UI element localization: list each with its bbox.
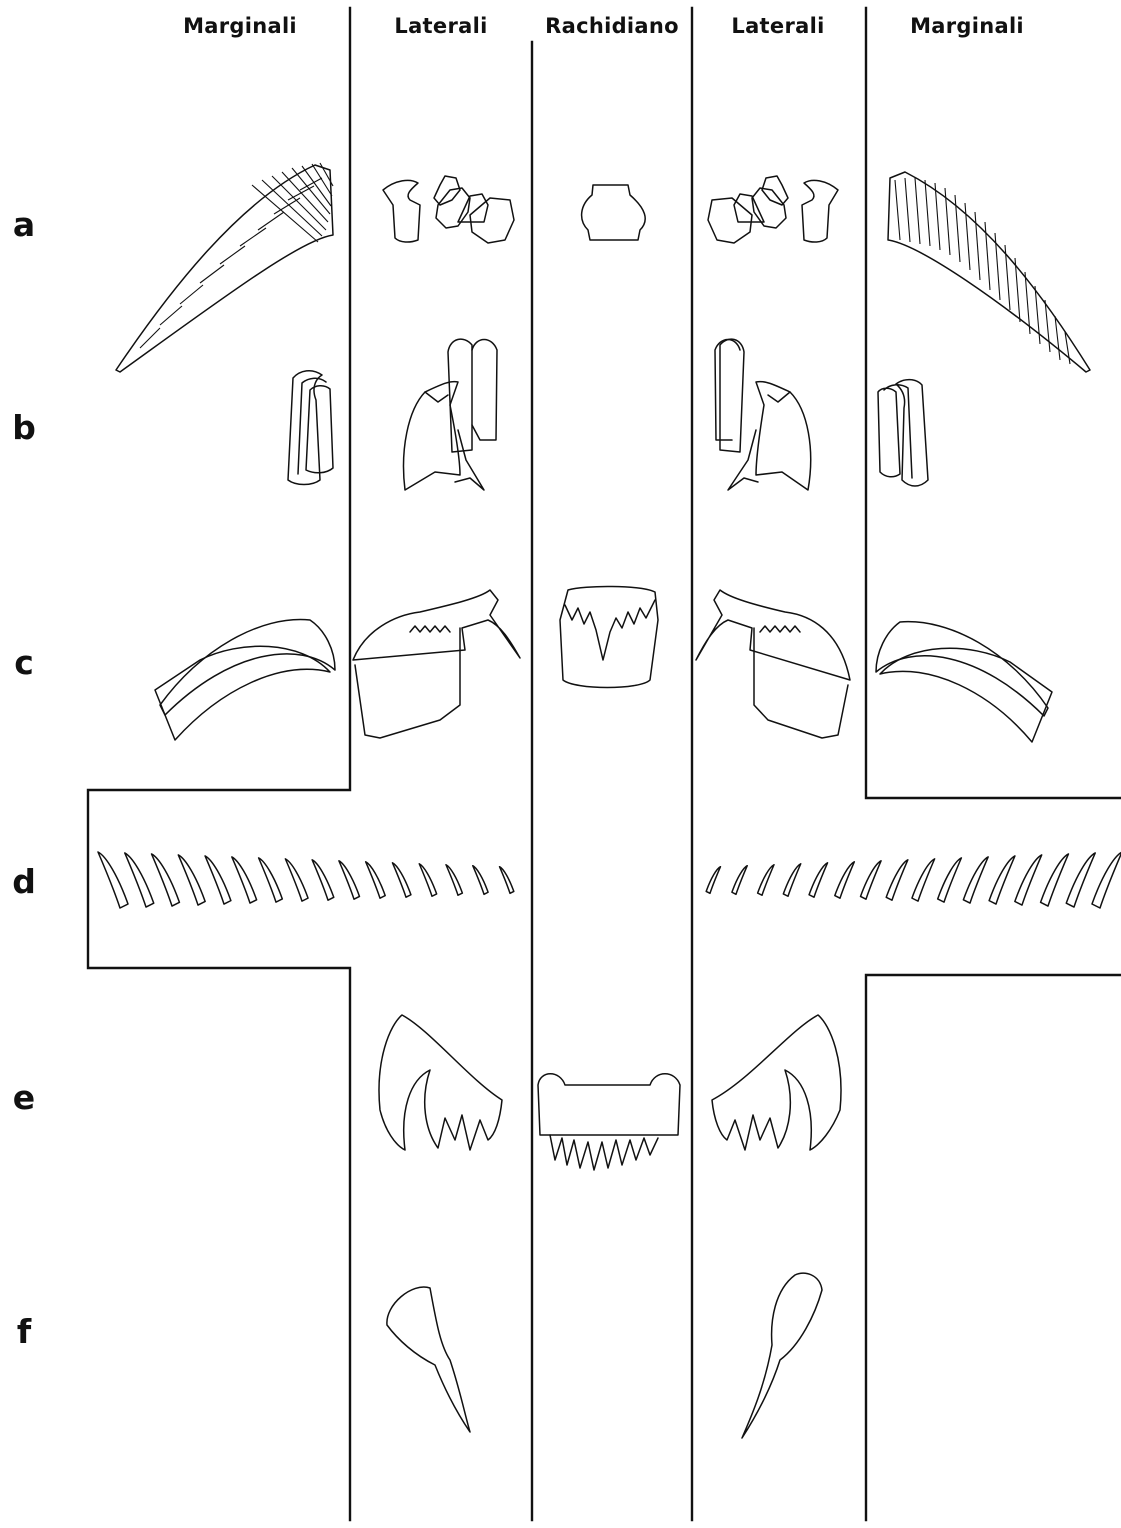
marginal-tooth (938, 858, 962, 902)
marginal-tooth (1015, 855, 1042, 905)
marginal-tooth (419, 864, 436, 896)
row-a-marginali-right (888, 172, 1090, 372)
marginal-tooth (259, 858, 283, 902)
marginal-tooth (285, 859, 308, 901)
marginal-tooth (1066, 853, 1095, 907)
marginal-tooth (366, 862, 386, 898)
row-e-laterali-left (379, 1015, 502, 1150)
marginal-tooth (809, 863, 827, 897)
row-f-laterali-right (742, 1273, 822, 1438)
marginal-tooth (232, 857, 257, 903)
marginal-tooth (706, 867, 720, 894)
row-a-rachidiano (582, 185, 646, 240)
marginal-tooth (98, 852, 128, 908)
row-b-marginali-right (878, 380, 928, 486)
row-d-marginali-right (706, 852, 1121, 908)
marginal-tooth (989, 856, 1015, 904)
marginal-tooth (732, 866, 747, 895)
marginal-tooth (912, 859, 935, 901)
marginal-tooth (473, 866, 488, 895)
row-f-laterali-left (387, 1287, 470, 1432)
marginal-tooth (861, 861, 882, 899)
marginal-tooth (835, 862, 855, 898)
marginal-tooth (312, 860, 334, 900)
row-c-marginali-left (155, 620, 335, 740)
marginal-tooth (205, 856, 231, 904)
marginal-tooth (125, 853, 154, 907)
marginal-tooth (963, 857, 988, 903)
row-c-marginali-right (876, 622, 1052, 742)
marginal-tooth (1041, 854, 1069, 906)
row-c-laterali-right (696, 590, 850, 738)
row-b-laterali-left (404, 339, 497, 490)
row-a-laterali-right (708, 176, 838, 243)
marginal-tooth (758, 865, 774, 896)
marginal-tooth (500, 867, 514, 894)
marginal-tooth (886, 860, 908, 900)
marginal-tooth (178, 855, 205, 905)
marginal-tooth (446, 865, 462, 896)
row-c-laterali-left (353, 590, 520, 738)
row-a-laterali-left (383, 176, 514, 243)
marginal-tooth (1092, 852, 1121, 908)
row-d-marginali-left (98, 852, 514, 908)
marginal-tooth (783, 864, 800, 896)
column-frame (88, 8, 1121, 1520)
marginal-tooth (392, 863, 410, 897)
row-c-rachidiano (560, 586, 658, 687)
row-e-laterali-right (712, 1015, 841, 1150)
marginal-tooth (152, 854, 180, 906)
row-e-rachidiano (538, 1074, 680, 1170)
row-b-laterali-right (715, 339, 811, 490)
row-a-marginali-left (116, 163, 333, 372)
marginal-tooth (339, 861, 360, 899)
row-b-marginali-left (288, 371, 333, 485)
